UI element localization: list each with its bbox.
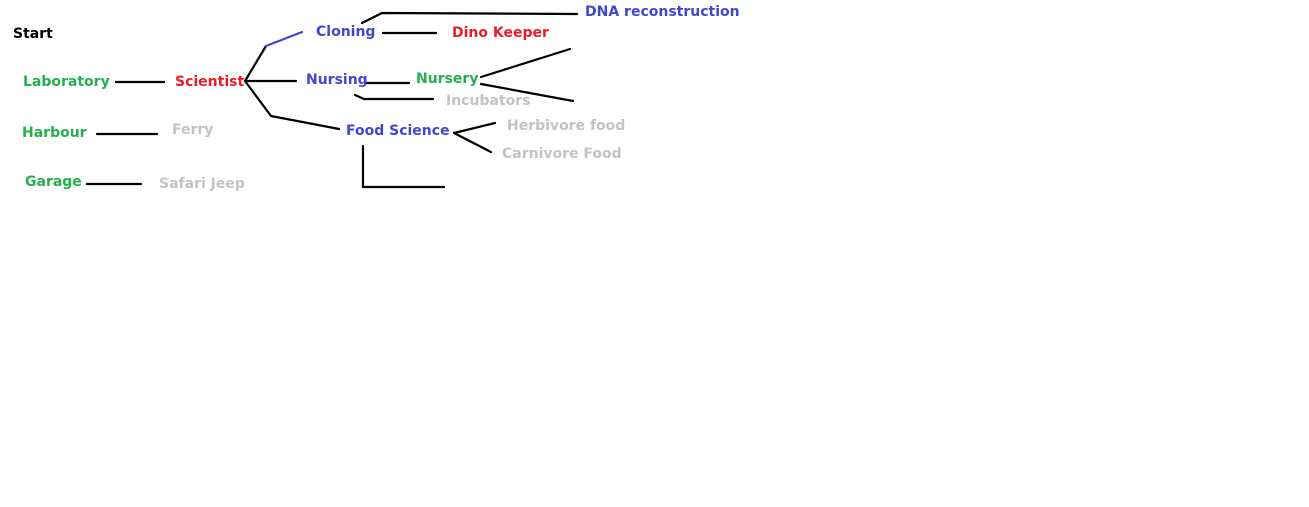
node-cloning: Cloning [316, 24, 376, 40]
node-nursing: Nursing [306, 72, 368, 88]
edge-nursery-lower [479, 82, 575, 103]
edge-food-science-herbivore [452, 121, 497, 135]
node-scientist: Scientist [175, 74, 245, 90]
node-garage: Garage [25, 174, 82, 190]
start-label: Start [13, 26, 53, 42]
edge-scientist-cloning-base [243, 44, 268, 83]
edge-scientist-cloning-accent [264, 30, 304, 48]
node-harbour: Harbour [22, 125, 87, 141]
node-ferry: Ferry [172, 122, 214, 138]
node-laboratory: Laboratory [23, 74, 110, 90]
node-carnivore-food: Carnivore Food [502, 146, 622, 162]
node-food-science: Food Science [346, 123, 450, 139]
node-dna-reconstruction: DNA reconstruction [585, 4, 740, 20]
edge-food-science-carnivore [452, 131, 493, 154]
node-dino-keeper: Dino Keeper [452, 25, 549, 41]
edge-food-science-lower [361, 144, 446, 189]
edge-cloning-dna-reconstruction [360, 11, 579, 25]
node-safari-jeep: Safari Jeep [159, 176, 245, 192]
edge-nursing-incubators [353, 93, 435, 101]
edge-scientist-food-science [243, 79, 341, 131]
node-incubators: Incubators [446, 93, 531, 109]
edge-nursery-upper [479, 47, 572, 79]
node-nursery: Nursery [416, 71, 479, 87]
node-herbivore-food: Herbivore food [507, 118, 626, 134]
